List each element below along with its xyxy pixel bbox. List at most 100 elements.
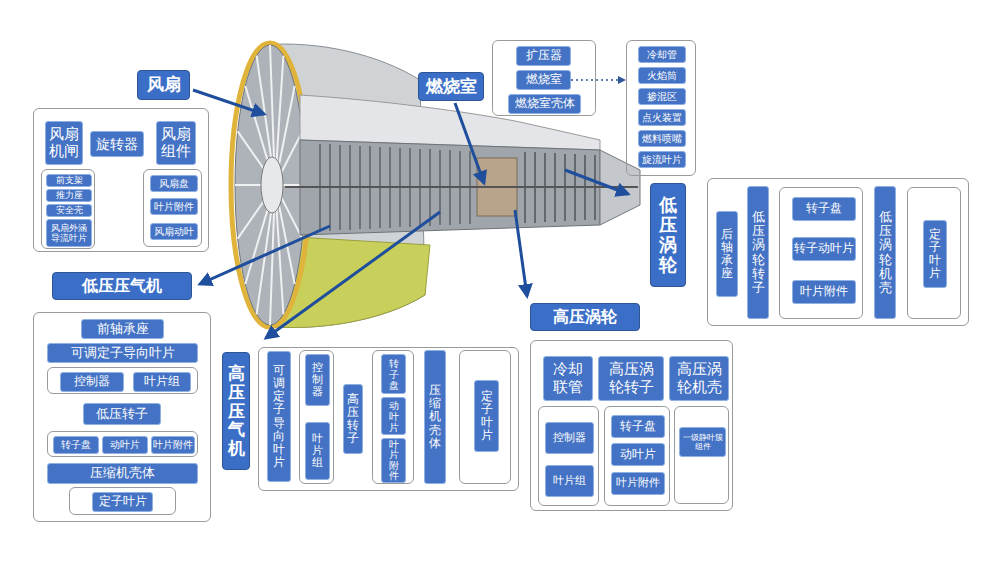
- part-label: 火焰筒: [647, 70, 677, 82]
- part-label: 叶片附件: [389, 440, 399, 482]
- part-label: 动叶片: [620, 448, 656, 462]
- group-heading: 压缩机壳体: [429, 384, 441, 450]
- group-panel: 冷却管火焰筒掺混区点火装置燃料喷嘴旋流叶片: [626, 40, 696, 176]
- fan-face: [235, 45, 305, 325]
- section-heading: 燃烧室: [426, 77, 477, 97]
- part-box: 转子盘: [792, 197, 856, 221]
- part-label: 转子盘: [389, 358, 399, 391]
- group-heading: 冷却 联管: [544, 361, 592, 396]
- group-panel: 压缩机壳体定子叶片: [69, 487, 176, 515]
- group-heading: 低压涡轮机壳: [879, 210, 892, 296]
- group-heading: 低压转子: [96, 407, 148, 422]
- heading-box: 高压涡 轮机壳: [669, 356, 729, 401]
- part-label: 转子动叶片: [794, 242, 854, 256]
- group-heading: 可调定子导向叶片: [71, 346, 175, 361]
- part-label: 风扇动叶: [154, 226, 194, 238]
- part-label: 旋流叶片: [642, 154, 682, 166]
- part-box: 控制器: [60, 372, 124, 392]
- part-box: 前支架: [46, 174, 92, 187]
- section-heading: 高压压气机: [228, 364, 245, 457]
- part-box: 控制器: [545, 422, 594, 454]
- part-box: 定子叶片: [92, 492, 153, 512]
- arrow-head: [618, 76, 626, 84]
- heading-box: 压缩机壳体: [47, 463, 198, 484]
- pointer-arrow: [193, 90, 264, 114]
- group-panel: 可调定子导向叶片控制器叶片组: [47, 367, 198, 394]
- heading-box: 高压压气机: [222, 352, 250, 470]
- part-label: 叶片附件: [154, 201, 194, 213]
- part-label: 动叶片: [389, 400, 399, 433]
- group-panel: 压缩机壳体定子叶片: [459, 350, 511, 484]
- heading-box: 风扇 组件: [156, 121, 196, 165]
- heading-box: 燃烧室: [418, 72, 484, 101]
- section-panel: 风扇风扇 机闸前支架推力座安全壳风扇外涵 导流叶片旋转器风扇 组件风扇盘叶片附件…: [33, 108, 209, 252]
- group-heading: 高压涡 轮机壳: [670, 361, 728, 396]
- part-box: 燃烧室壳体: [508, 94, 581, 114]
- part-label: 扩压器: [526, 49, 562, 63]
- group-heading: 高压转子: [347, 393, 359, 446]
- part-box: 控制器: [305, 354, 330, 406]
- heading-box: 低压涡轮转子: [747, 186, 769, 319]
- part-box: 后轴承座: [716, 211, 738, 297]
- part-label: 掺混区: [647, 91, 677, 103]
- heading-box: 低压涡轮机壳: [874, 186, 896, 319]
- part-label: 前轴承座: [97, 322, 149, 337]
- section-heading: 低压涡轮: [659, 195, 677, 274]
- part-label: 叶片附件: [153, 440, 193, 451]
- part-box: 旋转器: [90, 131, 144, 157]
- heading-box: 可调定子导向叶片: [267, 351, 291, 482]
- heading-box: 风扇 机闸: [45, 121, 83, 165]
- part-box: 一级静叶簇组件: [679, 427, 726, 457]
- part-box: 动叶片: [381, 397, 406, 435]
- part-box: 定子叶片: [474, 380, 499, 452]
- heading-box: 低压转子: [83, 403, 161, 425]
- heading-box: 风扇: [137, 70, 190, 100]
- group-heading: 低压涡轮转子: [752, 210, 765, 296]
- part-box: 安全壳: [46, 204, 92, 217]
- section-heading: 高压涡轮: [553, 308, 617, 326]
- heading-box: 高压涡 轮转子: [598, 356, 664, 401]
- part-box: 叶片附件: [611, 472, 665, 495]
- group-heading: 压缩机壳体: [90, 466, 155, 481]
- section-heading: 低压压气机: [82, 277, 162, 295]
- part-box: 扩压器: [516, 46, 571, 66]
- part-box: 动叶片: [611, 443, 665, 466]
- part-label: 定子叶片: [99, 495, 147, 509]
- part-box: 叶片附件: [150, 198, 198, 215]
- group-heading: 高压涡 轮转子: [599, 361, 663, 396]
- shaft: [285, 186, 638, 188]
- part-box: 动叶片: [102, 436, 148, 454]
- section-heading: 风扇: [147, 75, 181, 95]
- part-label: 旋转器: [96, 136, 138, 152]
- part-label: 点火装置: [642, 112, 682, 124]
- part-box: 风扇外涵 导流叶片: [46, 219, 92, 247]
- part-box: 点火装置: [638, 109, 686, 126]
- part-box: 风扇动叶: [150, 223, 198, 240]
- dotted-connector: [571, 76, 626, 84]
- part-label: 燃料喷嘴: [642, 133, 682, 145]
- group-panel: 风扇 机闸前支架推力座安全壳风扇外涵 导流叶片: [41, 169, 95, 249]
- pointer-arrow: [266, 212, 440, 338]
- fan-rim: [231, 43, 309, 327]
- part-box: 转子动叶片: [792, 237, 856, 261]
- pointer-arrow: [200, 226, 330, 284]
- part-box: 叶片组: [305, 422, 330, 480]
- part-label: 叶片组: [553, 475, 586, 488]
- heading-box: 高压涡轮: [530, 303, 640, 331]
- part-box: 转子盘: [53, 436, 99, 454]
- part-box: 定子叶片: [923, 220, 947, 288]
- group-heading: 风扇 机闸: [46, 126, 82, 161]
- group-panel: 高压转子转子盘动叶片叶片附件: [372, 350, 414, 484]
- part-label: 控制器: [312, 362, 323, 398]
- part-label: 叶片附件: [616, 477, 660, 490]
- part-label: 定子叶片: [481, 390, 493, 443]
- part-label: 转子盘: [620, 420, 656, 434]
- heading-box: 冷却 联管: [543, 356, 593, 401]
- heading-box: 低压涡轮: [650, 183, 686, 287]
- part-box: 推力座: [46, 189, 92, 202]
- part-label: 前支架: [56, 175, 83, 185]
- part-box: 前轴承座: [81, 319, 164, 339]
- part-label: 转子盘: [61, 439, 91, 451]
- group-panel: 低压涡轮转子转子盘转子动叶片叶片附件: [779, 187, 863, 319]
- part-label: 燃烧室: [526, 73, 562, 87]
